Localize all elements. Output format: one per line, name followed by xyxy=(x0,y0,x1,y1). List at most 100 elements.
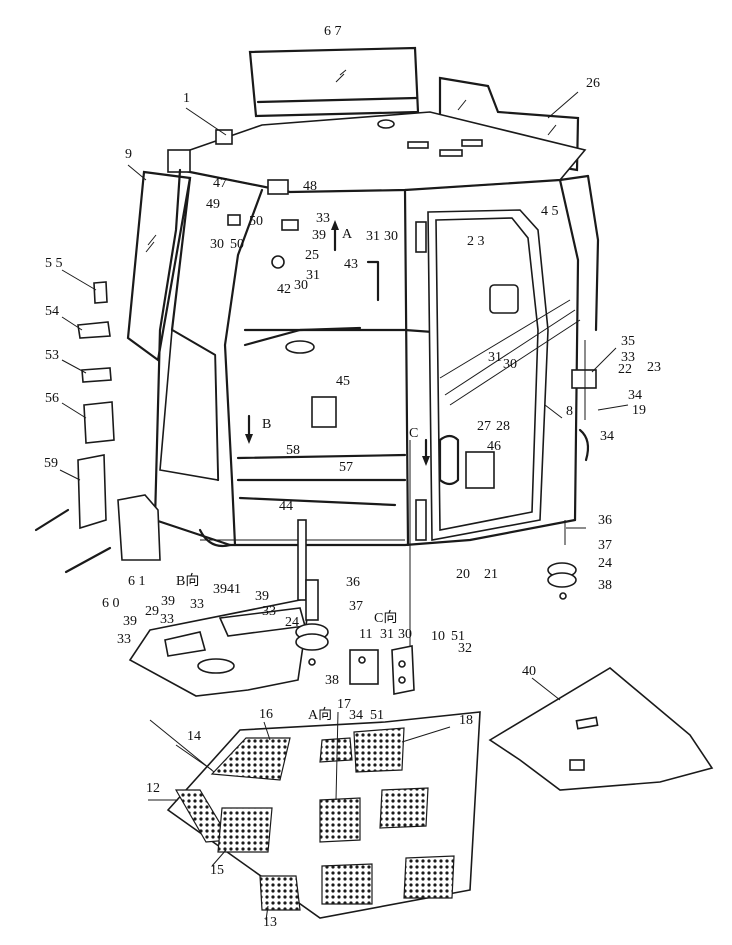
part-label-l-58: 58 xyxy=(286,443,300,458)
part-label-l-44: 44 xyxy=(279,499,293,514)
part-label-l-46: 46 xyxy=(487,439,501,454)
part-label-l-12: 12 xyxy=(146,781,160,796)
part-label-l-11: 11 xyxy=(359,627,372,642)
right-door xyxy=(427,209,581,541)
loose-plates xyxy=(77,281,115,444)
view-arrows xyxy=(245,220,430,466)
fittings xyxy=(227,179,597,462)
part-label-l-13: 13 xyxy=(263,915,277,930)
rear-top-glass xyxy=(248,46,420,118)
part-label-l-33c: 33 xyxy=(190,597,204,612)
part-label-l-31d: 31 xyxy=(380,627,394,642)
part-label-l-38a: 38 xyxy=(598,578,612,593)
part-label-l-37a: 37 xyxy=(598,538,612,553)
part-label-l-25: 25 xyxy=(305,248,319,263)
part-label-l-56: 56 xyxy=(45,391,59,406)
part-label-l-21: 21 xyxy=(484,567,498,582)
part-label-l-51a: 51 xyxy=(451,629,465,644)
part-label-l-30c: 30 xyxy=(384,229,398,244)
part-label-l-30d: 30 xyxy=(503,357,517,372)
hinge-detail xyxy=(349,440,415,695)
part-label-l-24b: 24 xyxy=(285,615,299,630)
part-label-l-A: A xyxy=(342,227,353,242)
part-label-l-30b: 30 xyxy=(294,278,308,293)
part-label-l-15: 15 xyxy=(210,863,224,878)
part-label-l-49: 49 xyxy=(206,197,220,212)
mesh-floor-grid xyxy=(166,711,481,919)
part-label-l-34c: 34 xyxy=(349,708,363,723)
part-label-l-34a: 34 xyxy=(628,388,642,403)
shock-mounts xyxy=(295,519,577,666)
cab-roof xyxy=(167,111,590,194)
part-label-l-30e: 30 xyxy=(398,627,412,642)
part-label-l-18: 18 xyxy=(459,713,473,728)
part-label-l-39d: 39 xyxy=(123,614,137,629)
part-label-l-1: 1 xyxy=(183,91,190,106)
part-label-l-34b: 34 xyxy=(600,429,614,444)
part-label-l-55: 5 5 xyxy=(45,256,63,271)
part-label-l-8: 8 xyxy=(566,404,573,419)
part-label-l-C: C xyxy=(409,426,418,441)
part-label-l-33b: 33 xyxy=(621,350,635,365)
part-label-l-43: 43 xyxy=(344,257,358,272)
part-label-l-31a: 31 xyxy=(306,268,320,283)
part-label-l-32: 32 xyxy=(458,641,472,656)
floor-plate xyxy=(128,596,311,697)
part-label-l-45a: 4 5 xyxy=(541,204,559,219)
part-label-l-31b: 31 xyxy=(366,229,380,244)
part-label-l-33d: 33 xyxy=(262,604,276,619)
left-door-glass xyxy=(126,170,192,362)
part-label-l-59: 59 xyxy=(44,456,58,471)
part-label-l-26: 26 xyxy=(586,76,600,91)
part-label-l-39b: 39 xyxy=(161,594,175,609)
part-label-l-51b: 51 xyxy=(370,708,384,723)
part-label-l-47: 47 xyxy=(213,176,227,191)
floor-mat xyxy=(488,667,714,791)
part-label-l-54: 54 xyxy=(45,304,59,319)
part-label-l-29: 29 xyxy=(145,604,159,619)
leader-lines xyxy=(59,91,629,921)
part-label-l-39c: 39 xyxy=(255,589,269,604)
part-label-l-33e: 33 xyxy=(160,612,174,627)
part-label-l-33f: 33 xyxy=(117,632,131,647)
part-label-l-39a: 39 xyxy=(312,228,326,243)
part-label-l-14: 14 xyxy=(187,729,201,744)
part-label-l-23b: 23 xyxy=(647,360,661,375)
part-label-l-19: 19 xyxy=(632,403,646,418)
part-label-l-38b: 38 xyxy=(325,673,339,688)
part-label-l-23a: 2 3 xyxy=(467,234,485,249)
part-label-l-67: 6 7 xyxy=(324,24,342,39)
part-label-l-37b: 37 xyxy=(349,599,363,614)
part-label-l-27: 27 xyxy=(477,419,491,434)
part-label-l-9: 9 xyxy=(125,147,132,162)
part-label-l-53: 53 xyxy=(45,348,59,363)
part-label-l-Av: A向 xyxy=(308,707,332,723)
brackets xyxy=(34,454,161,574)
part-label-l-31c: 31 xyxy=(488,350,502,365)
part-label-l-50b: 50 xyxy=(230,237,244,252)
part-label-l-36a: 36 xyxy=(598,513,612,528)
part-label-l-30a: 30 xyxy=(210,237,224,252)
part-label-l-60: 6 0 xyxy=(102,596,120,611)
part-label-l-40: 40 xyxy=(522,664,536,679)
part-label-l-24a: 24 xyxy=(598,556,612,571)
part-label-l-10: 10 xyxy=(431,629,445,644)
part-label-l-36b: 36 xyxy=(346,575,360,590)
part-label-l-42: 42 xyxy=(277,282,291,297)
part-label-l-57: 57 xyxy=(339,460,353,475)
part-label-l-35: 35 xyxy=(621,334,635,349)
part-label-l-3941: 3941 xyxy=(213,582,241,597)
part-label-l-20: 20 xyxy=(456,567,470,582)
part-label-l-B: B xyxy=(262,417,271,432)
part-label-l-28: 28 xyxy=(496,419,510,434)
part-label-l-Bv: B向 xyxy=(176,573,199,589)
part-label-l-Cv: C向 xyxy=(374,610,397,626)
part-label-l-48: 48 xyxy=(303,179,317,194)
part-label-l-61: 6 1 xyxy=(128,574,146,589)
part-label-l-45: 45 xyxy=(336,374,350,389)
part-label-l-33a: 33 xyxy=(316,211,330,226)
part-label-l-22: 22 xyxy=(618,362,632,377)
